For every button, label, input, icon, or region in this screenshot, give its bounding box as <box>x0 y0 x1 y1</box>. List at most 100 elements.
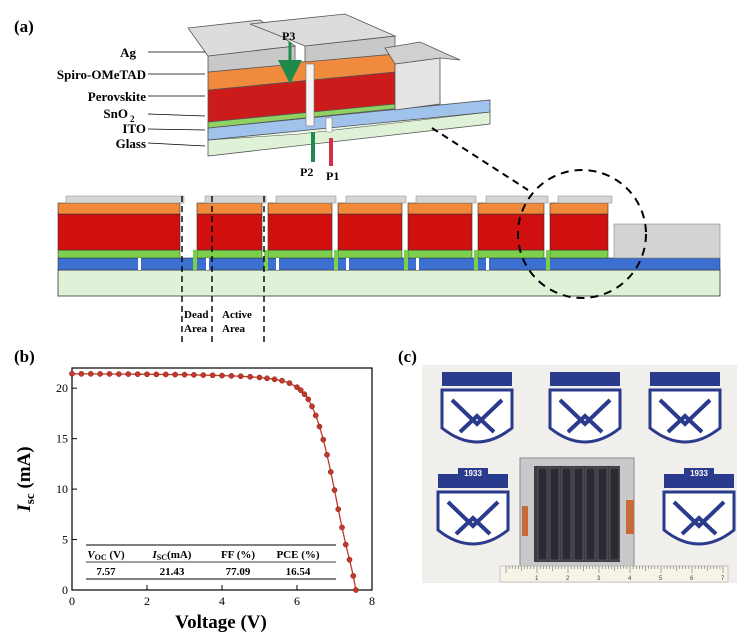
ruler-number: 3 <box>597 576 601 582</box>
label-p1: P1 <box>326 169 339 183</box>
active-area-label-1: Active <box>222 309 252 321</box>
p2-marker <box>311 132 315 162</box>
cs-p1-gap <box>138 258 141 270</box>
cs-spiro <box>477 202 545 215</box>
cs-perovskite <box>57 213 181 251</box>
iv-point <box>264 375 270 382</box>
ruler-number: 6 <box>690 576 694 582</box>
cs-interconnect <box>404 250 408 270</box>
iv-point <box>286 380 293 386</box>
iv-point <box>106 371 113 377</box>
iv-point <box>346 556 353 563</box>
cs-sno2 <box>267 249 333 259</box>
y-tick-label: 10 <box>56 482 68 496</box>
x-axis-label: Voltage (V) <box>175 612 267 633</box>
sub-cell-stripe <box>573 467 584 561</box>
ruler-number: 7 <box>721 576 725 582</box>
iv-point <box>78 371 85 377</box>
university-seal: 1933 <box>662 468 736 546</box>
iv-point <box>297 387 304 394</box>
sub-cell-stripe <box>597 467 608 561</box>
cs-p1-gap <box>346 258 349 270</box>
iv-point <box>331 487 338 493</box>
iv-point <box>353 587 359 593</box>
ruler-number: 5 <box>659 576 663 582</box>
sub-cell-stripe <box>537 467 548 561</box>
label-glass: Glass <box>116 136 146 151</box>
iv-point <box>271 376 278 383</box>
active-area-label-2: Area <box>222 323 246 335</box>
university-seal: 1933 <box>436 468 510 546</box>
iv-point <box>116 371 122 377</box>
iv-point <box>191 372 197 378</box>
seal-emblem <box>450 398 504 434</box>
cs-p1-gap <box>206 258 209 270</box>
iv-point <box>125 371 132 377</box>
iv-point <box>342 541 349 548</box>
university-seal <box>440 372 514 444</box>
university-seal <box>648 372 722 444</box>
zoom-connector-line <box>431 127 529 191</box>
cs-spiro <box>57 202 181 215</box>
next-cell-top <box>384 41 461 65</box>
iv-point <box>134 371 141 378</box>
device-3d-schematic <box>187 13 491 157</box>
iv-point <box>228 373 235 379</box>
cs-perovskite <box>196 213 263 251</box>
seal-year: 1933 <box>690 469 708 478</box>
iv-point <box>181 371 188 378</box>
sub-cell-stripe <box>585 467 596 561</box>
table-value: 7.57 <box>96 566 116 578</box>
cs-ag <box>65 195 185 204</box>
cs-interconnect <box>546 250 550 270</box>
p3-scribe-channel <box>305 63 315 127</box>
cs-interconnect <box>474 250 478 270</box>
cs-perovskite <box>407 213 473 251</box>
cs-ag <box>345 195 407 204</box>
seal-banner <box>650 372 720 386</box>
iv-point <box>247 373 253 380</box>
cs-ag <box>415 195 477 204</box>
zoom-circle <box>517 169 647 299</box>
cs-glass <box>57 269 721 297</box>
seal-emblem <box>658 398 712 434</box>
cs-sno2 <box>407 249 473 259</box>
p1-marker <box>329 138 333 166</box>
cs-sno2 <box>337 249 403 259</box>
table-header: PCE (%) <box>276 549 319 561</box>
iv-curve <box>69 370 359 593</box>
iv-point <box>305 396 312 403</box>
label-sno2: SnO <box>103 106 128 121</box>
iv-point <box>153 371 160 378</box>
cs-sno2 <box>57 249 181 259</box>
seal-emblem <box>558 398 612 434</box>
iv-point <box>209 372 216 379</box>
cs-spiro <box>407 202 473 215</box>
label-perovskite: Perovskite <box>88 89 146 104</box>
cs-ag <box>557 195 613 204</box>
cs-interconnect <box>264 250 268 270</box>
y-tick-label: 0 <box>62 583 68 597</box>
iv-point <box>309 403 315 410</box>
cs-perovskite <box>549 213 609 251</box>
iv-point <box>219 372 225 379</box>
sub-cell-stripe <box>549 467 560 561</box>
y-tick-label: 5 <box>62 533 68 547</box>
iv-point <box>162 371 169 378</box>
cs-ag <box>485 195 549 204</box>
iv-point <box>256 374 263 381</box>
iv-point <box>97 371 103 377</box>
iv-point <box>339 524 345 531</box>
table-header: VOC (V) <box>87 549 125 562</box>
iv-point <box>350 573 357 579</box>
x-tick-label: 0 <box>69 594 75 608</box>
ruler-number: 1 <box>535 576 539 582</box>
iv-point <box>312 412 319 419</box>
y-tick-label: 20 <box>56 381 68 395</box>
left-copper-tape <box>522 506 528 536</box>
label-ito: ITO <box>122 121 146 136</box>
sub-cell-stripe <box>609 467 620 561</box>
cs-interconnect <box>334 250 338 270</box>
cs-end-contact <box>613 223 721 259</box>
